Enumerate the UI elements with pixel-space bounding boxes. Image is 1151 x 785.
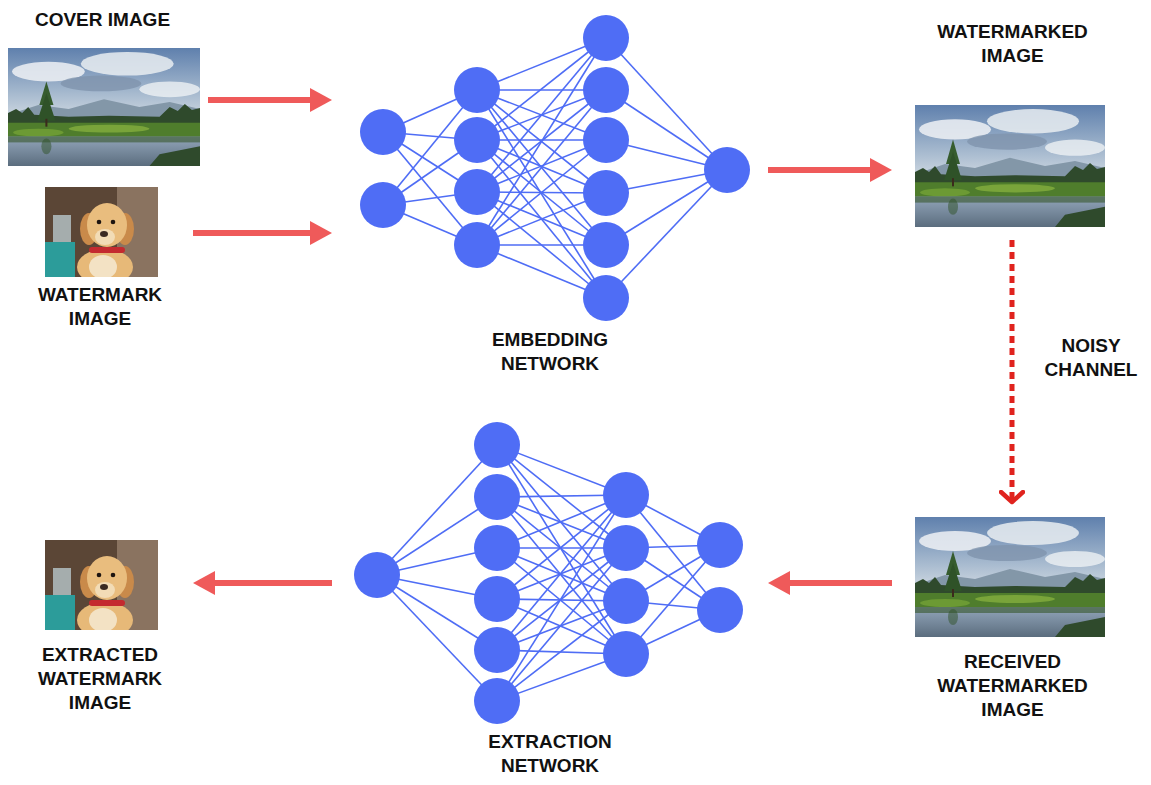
network-link — [477, 38, 606, 192]
neuron — [583, 222, 629, 268]
cover-image — [8, 48, 200, 166]
flow-arrow — [788, 580, 892, 586]
image-node: COVER IMAGE — [5, 5, 200, 170]
network-link — [497, 495, 626, 650]
neuron — [474, 525, 520, 571]
neuron — [454, 117, 500, 163]
neuron — [603, 578, 649, 624]
node-label: WATERMARK IMAGE — [25, 283, 175, 331]
neuron — [360, 182, 406, 228]
node-label: EXTRACTION NETWORK — [450, 730, 650, 778]
neuron — [474, 474, 520, 520]
node-label: EXTRACTED WATERMARK IMAGE — [25, 643, 175, 714]
neuron — [704, 147, 750, 193]
neuron — [360, 109, 406, 155]
image-node: EXTRACTED WATERMARK IMAGE — [15, 533, 185, 738]
neuron — [474, 422, 520, 468]
neuron — [454, 67, 500, 113]
image-node: WATERMARK IMAGE — [15, 183, 185, 348]
neuron — [454, 222, 500, 268]
image-node: WATERMARKED IMAGE — [900, 8, 1125, 230]
node-label: RECEIVED WATERMARKED IMAGE — [915, 650, 1110, 721]
received-image — [915, 517, 1105, 637]
neuron — [583, 170, 629, 216]
neuron — [474, 576, 520, 622]
network-node: EMBEDDING NETWORK — [340, 10, 760, 390]
watermarked-image — [915, 105, 1105, 227]
extracted-watermark-image — [45, 540, 158, 638]
flow-arrow — [193, 230, 312, 236]
neuron — [697, 587, 743, 633]
network-link — [497, 445, 626, 601]
neuron — [603, 472, 649, 518]
neuron — [474, 678, 520, 724]
neuron — [583, 67, 629, 113]
network-node: EXTRACTION NETWORK — [340, 415, 760, 782]
network-link — [497, 497, 626, 654]
node-label: EMBEDDING NETWORK — [460, 328, 640, 376]
network-link — [477, 90, 606, 245]
neuron — [583, 15, 629, 61]
neuron — [354, 552, 400, 598]
flow-arrow — [768, 167, 872, 173]
edge-label: NOISY CHANNEL — [1035, 333, 1147, 383]
neuron — [583, 117, 629, 163]
network-link — [477, 140, 606, 298]
edge-label-holder: NOISY CHANNEL — [1035, 333, 1147, 383]
dashed-arrow — [1010, 240, 1015, 502]
flow-arrow — [208, 97, 312, 103]
network-link — [497, 548, 626, 701]
neuron — [603, 631, 649, 677]
neuron — [603, 525, 649, 571]
neuron — [697, 522, 743, 568]
node-label: WATERMARKED IMAGE — [913, 20, 1113, 68]
neuron — [474, 627, 520, 673]
network-link — [477, 90, 606, 245]
neural-network-drawing — [354, 15, 750, 724]
node-label: COVER IMAGE — [8, 8, 198, 32]
watermark-image — [45, 187, 158, 285]
flow-arrow — [213, 580, 332, 586]
neuron — [583, 275, 629, 321]
image-node: RECEIVED WATERMARKED IMAGE — [900, 512, 1125, 740]
neuron — [454, 169, 500, 215]
